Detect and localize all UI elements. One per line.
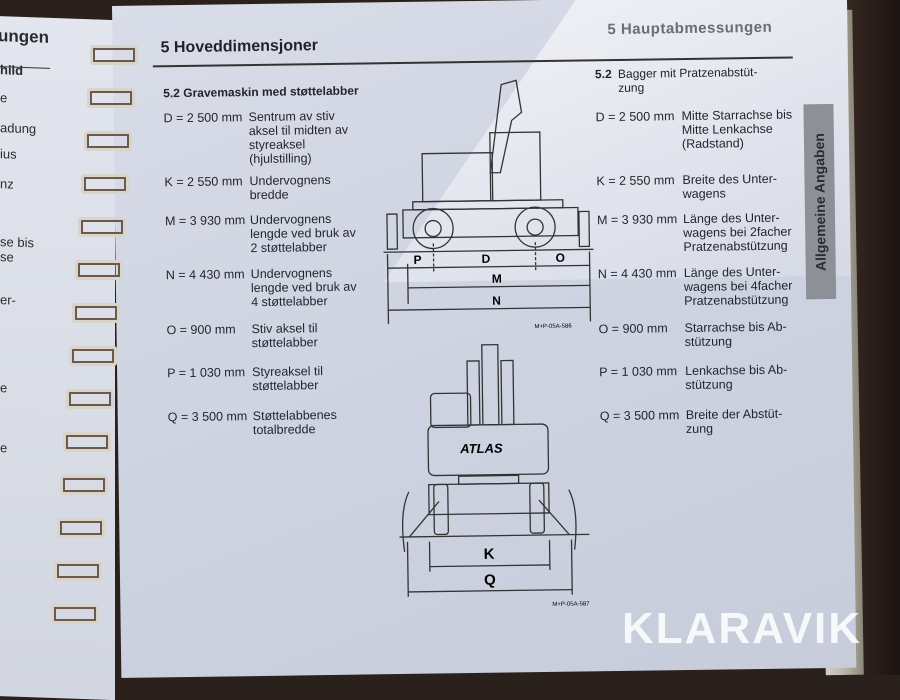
section-title-no: 5.2 Gravemaskin med støttelabber (163, 84, 359, 101)
text-fragment: se (0, 249, 14, 264)
watermark: KLARAVIK (622, 604, 862, 654)
text-fragment: se bis (0, 234, 34, 250)
text-fragment: e (0, 380, 7, 395)
binding-ring (54, 561, 102, 581)
dimension-desc-de: Länge des Unter- wagens bei 4facher Prat… (684, 265, 793, 309)
side-tab-label: Allgemeine Angaben (811, 133, 829, 271)
dimension-value-de: N = 4 430 mm (598, 266, 677, 281)
section-title-de: Bagger mit Pratzenabstüt- zung (618, 65, 758, 95)
binding-ring (57, 518, 105, 538)
binding-ring (51, 604, 99, 624)
cab (490, 132, 541, 201)
text-fragment: e (0, 440, 7, 455)
text-fragment: adung (0, 120, 36, 136)
dimension-desc-de: Breite der Abstüt- zung (686, 407, 783, 436)
dimension-value-de: D = 2 500 mm (596, 109, 675, 124)
dimension-value-de: P = 1 030 mm (599, 364, 677, 379)
dimension-desc-no: Styreaksel til støttelabber (252, 364, 323, 393)
dimension-value-de: Q = 3 500 mm (600, 408, 680, 423)
dimension-desc-de: Breite des Unter- wagens (682, 172, 777, 201)
binding-ring (87, 88, 135, 108)
page-title-de: 5 Hauptabmessungen (607, 21, 772, 37)
dimension-desc-no: Undervognens lengde ved bruk av 2 støtte… (250, 212, 356, 255)
label-o: O (555, 251, 565, 265)
right-page: 5 Hoveddimensjoner 5 Hauptabmessungen 5.… (112, 0, 856, 678)
side-view-diagram: P D O M N M+P-05A-586 (381, 71, 605, 334)
binding-ring (78, 217, 126, 237)
dimension-value-no: O = 900 mm (166, 322, 235, 337)
dimension-desc-no: Stiv aksel til støttelabber (251, 321, 317, 350)
boom (482, 345, 499, 425)
side-tab: Allgemeine Angaben (803, 104, 836, 299)
binding-ring (72, 303, 120, 323)
figure-code: M+P-05A-586 (534, 324, 572, 331)
dimension-desc-de: Starrachse bis Ab- stützung (684, 320, 787, 349)
label-n: N (492, 294, 501, 308)
label-q: Q (484, 572, 496, 589)
dimension-value-de: K = 2 550 mm (596, 173, 674, 188)
dimension-desc-no: Undervognens bredde (249, 173, 331, 202)
page-title-no: 5 Hoveddimensjoner (160, 39, 318, 55)
dimension-value-no: P = 1 030 mm (167, 365, 245, 380)
binding-ring (81, 174, 129, 194)
dimension-value-no: Q = 3 500 mm (168, 409, 248, 424)
spiral-binding (40, 45, 135, 675)
text-fragment: e (0, 90, 7, 105)
dimension-desc-de: Lenkachse bis Ab- stützung (685, 363, 788, 392)
label-m: M (492, 272, 502, 286)
binding-ring (60, 475, 108, 495)
figure-code: M+P-05A-587 (552, 601, 590, 608)
label-p: P (413, 253, 421, 267)
dimension-desc-no: Undervognens lengde ved bruk av 4 støtte… (251, 266, 357, 309)
dimension-desc-no: Støttelabbenes totalbredde (253, 408, 337, 437)
dimension-value-de: M = 3 930 mm (597, 212, 677, 227)
binding-ring (69, 346, 117, 366)
text-fragment: hild (0, 62, 23, 78)
label-k: K (484, 546, 495, 563)
binding-ring (84, 131, 132, 151)
binding-ring (75, 260, 123, 280)
dimension-desc-de: Mitte Starrachse bis Mitte Lenkachse (Ra… (681, 108, 792, 152)
dimension-value-no: D = 2 500 mm (163, 110, 242, 125)
binding-ring (63, 432, 111, 452)
dimension-desc-de: Länge des Unter- wagens bei 2facher Prat… (683, 211, 792, 255)
text-fragment: ius (0, 146, 17, 162)
dimension-value-no: K = 2 550 mm (164, 174, 242, 189)
binding-ring (90, 45, 138, 65)
binding-ring (66, 389, 114, 409)
dimension-desc-no: Sentrum av stiv aksel til midten av styr… (248, 109, 348, 166)
upper-carriage (422, 153, 493, 202)
text-fragment: er- (0, 292, 16, 308)
boom (489, 80, 522, 172)
label-d: D (481, 252, 490, 266)
dimension-value-no: N = 4 430 mm (166, 267, 245, 282)
dimension-value-no: M = 3 930 mm (165, 213, 245, 228)
dimension-value-de: O = 900 mm (598, 321, 667, 336)
text-fragment: nz (0, 176, 14, 191)
atlas-logo: ATLAS (459, 441, 503, 457)
front-view-diagram: ATLAS K Q M+P-05A-587 (397, 339, 611, 612)
